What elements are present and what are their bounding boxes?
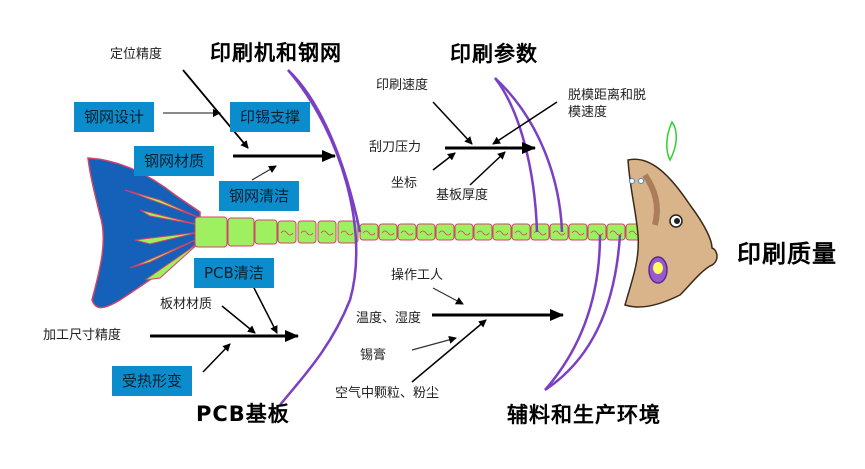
- spine-vertebra: [359, 223, 379, 241]
- vertebra-squiggle: [476, 230, 490, 236]
- cause-demold-line2: 模速度: [568, 105, 608, 120]
- cause-squeegee-pressure: 刮刀压力: [369, 140, 422, 155]
- cause-demold-line1: 脱模距离和脱: [568, 88, 647, 103]
- cause-positioning-accuracy: 定位精度: [110, 47, 163, 62]
- spine-vertebra: [492, 223, 512, 241]
- arc-category-2: [494, 77, 564, 233]
- vertebra-squiggle: [609, 230, 623, 236]
- spine-vertebra: [337, 220, 359, 244]
- category-title-print-params: 印刷参数: [450, 42, 538, 66]
- fish-tail: [87, 157, 201, 309]
- vertebra-squiggle: [590, 230, 604, 236]
- vertebra-squiggle: [457, 230, 471, 236]
- vertebra-squiggle: [400, 230, 414, 236]
- spine-vertebra: [568, 223, 588, 241]
- cause-dust: 空气中颗粒、粉尘: [335, 386, 440, 401]
- cause-board-material: 板材材质: [160, 297, 213, 312]
- spine-vertebra: [549, 223, 569, 241]
- arrow-c3-pcb-cleaning: [251, 283, 278, 334]
- category-title-materials-environment: 辅料和生产环境: [507, 403, 661, 427]
- arrow-c3-board-material: [221, 305, 256, 334]
- spine-vertebra: [194, 216, 228, 248]
- arrow-c2-demold: [492, 101, 558, 145]
- vertebra-squiggle: [419, 230, 433, 236]
- spine-vertebra: [454, 223, 474, 241]
- arrow-c3-thermal: [202, 343, 231, 373]
- spine-vertebra: [473, 223, 493, 241]
- vertebra-squiggle: [381, 230, 395, 236]
- effect-label: 印刷质量: [737, 240, 837, 268]
- spine-vertebra: [227, 217, 255, 247]
- cause-box-stencil-material: 钢网材质: [134, 146, 215, 176]
- spine-vertebra: [587, 223, 607, 241]
- cause-dimension-accuracy: 加工尺寸精度: [43, 328, 122, 343]
- cause-operator: 操作工人: [391, 268, 444, 283]
- spine-vertebra: [297, 220, 317, 244]
- arrow-c4-dust: [411, 319, 487, 383]
- cause-box-thermal-deformation: 受热形变: [112, 366, 193, 396]
- cause-print-speed: 印刷速度: [376, 78, 429, 93]
- spine-vertebra: [606, 223, 626, 241]
- spine-vertebra: [277, 220, 297, 244]
- vertebra-squiggle: [362, 230, 376, 236]
- arrow-c2-thickness: [469, 151, 506, 186]
- spine-vertebra: [435, 223, 455, 241]
- vertebra-squiggle: [571, 230, 585, 236]
- cause-coordinates: 坐标: [391, 176, 418, 191]
- vertebra-squiggle: [280, 230, 294, 236]
- vertebra-squiggle: [340, 230, 354, 236]
- cause-box-stencil-design: 钢网设计: [74, 102, 155, 132]
- arrow-c4-paste: [411, 335, 457, 351]
- vertebra-squiggle: [552, 230, 566, 236]
- category-title-printer-stencil: 印刷机和钢网: [210, 41, 342, 65]
- spine-vertebra: [378, 223, 398, 241]
- spine-vertebra: [511, 223, 531, 241]
- spine-vertebra: [254, 219, 278, 245]
- vertebra-squiggle: [320, 230, 334, 236]
- category-title-pcb: PCB基板: [196, 402, 290, 426]
- vertebra-squiggle: [514, 230, 528, 236]
- cause-box-pcb-cleaning: PCB清洁: [194, 258, 274, 288]
- vertebra-squiggle: [300, 230, 314, 236]
- cause-box-stencil-cleaning: 钢网清洁: [219, 181, 300, 211]
- fish-spine: [194, 216, 645, 248]
- cause-board-thickness: 基板厚度: [436, 188, 489, 203]
- arc-category-4: [544, 234, 622, 392]
- spine-vertebra: [397, 223, 417, 241]
- cause-solder-paste: 锡膏: [360, 348, 387, 363]
- cause-box-solder-support: 印锡支撑: [230, 102, 311, 132]
- arrow-c4-operator: [432, 287, 464, 305]
- arrow-c2-print-speed: [432, 101, 473, 145]
- spine-vertebra: [530, 223, 550, 241]
- spine-vertebra: [317, 220, 337, 244]
- spine-vertebra: [416, 223, 436, 241]
- cause-temp-humidity: 温度、湿度: [356, 311, 422, 326]
- vertebra-squiggle: [495, 230, 509, 236]
- arc-category-1: [279, 69, 362, 406]
- vertebra-squiggle: [438, 230, 452, 236]
- arrow-c2-coordinates: [432, 152, 456, 171]
- arrow-c1-stencil-cleaning: [251, 165, 277, 181]
- fish-head: [624, 120, 718, 308]
